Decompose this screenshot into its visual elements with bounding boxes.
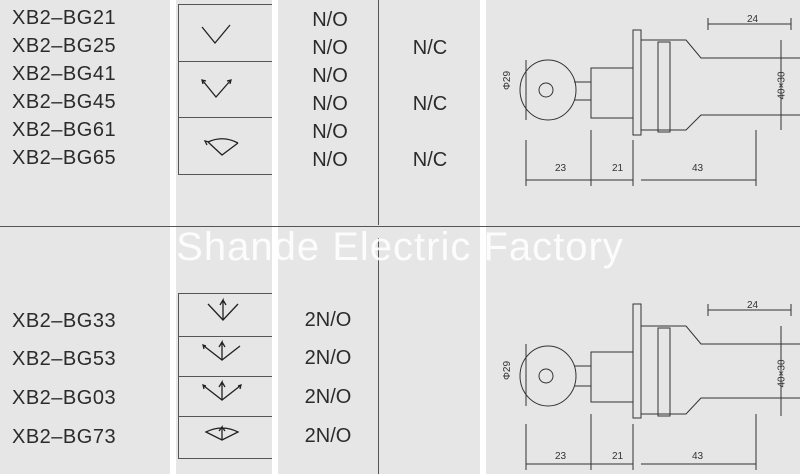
- contact-symbols-top: [201, 24, 239, 156]
- contact-type: N/C: [412, 93, 448, 115]
- contact-type: N/O: [312, 9, 348, 31]
- symbol-cell-line: [178, 293, 179, 458]
- contact-type: 2N/O: [304, 347, 352, 369]
- switch-symbol-icon: [202, 80, 231, 99]
- dimension-label: 43: [692, 451, 704, 462]
- contact-type: 2N/O: [304, 309, 352, 331]
- symbol-cell-line: [178, 117, 272, 118]
- model-number: XB2–BG21: [12, 7, 117, 29]
- model-number: XB2–BG03: [12, 387, 117, 409]
- contact-type: N/O: [312, 149, 348, 171]
- model-number: XB2–BG41: [12, 63, 117, 85]
- dimension-drawing-top: [519, 18, 800, 186]
- symbol-cell-line: [178, 336, 272, 337]
- dimension-label: Φ29: [502, 70, 514, 91]
- symbol-cell-line: [178, 4, 272, 5]
- section-divider: [0, 226, 800, 227]
- contact-type: 2N/O: [304, 425, 352, 447]
- column-divider-3: [480, 0, 486, 474]
- switch-symbol-icon: [207, 297, 239, 321]
- switch-symbol-icon: [207, 138, 239, 144]
- column-divider-5: [378, 238, 379, 474]
- symbol-cell-line: [178, 61, 272, 62]
- model-number: XB2–BG61: [12, 119, 117, 141]
- dimension-label: 40×30: [776, 359, 788, 388]
- watermark-text: Shande Electric Factory: [176, 225, 624, 269]
- dimension-label: 23: [555, 451, 567, 462]
- model-number: XB2–BG33: [12, 310, 117, 332]
- symbol-cell-line: [178, 174, 272, 175]
- symbol-cell-line: [178, 416, 272, 417]
- dimension-label: 24: [747, 300, 759, 311]
- column-divider-2: [272, 0, 278, 474]
- column-divider-4: [378, 0, 379, 225]
- dimension-label: 23: [555, 163, 567, 174]
- switch-symbol-icon: [202, 339, 241, 361]
- model-number: XB2–BG53: [12, 348, 117, 370]
- dimension-drawing-bottom: [519, 303, 800, 470]
- symbol-cell-line: [178, 293, 272, 294]
- dimension-label: 21: [612, 451, 624, 462]
- symbol-cell-line: [178, 376, 272, 377]
- model-number: XB2–BG73: [12, 426, 117, 448]
- switch-symbol-icon: [202, 379, 242, 401]
- contact-type: N/O: [312, 37, 348, 59]
- dimension-label: 24: [747, 14, 759, 25]
- symbol-cell-line: [178, 4, 179, 174]
- dimension-label: 43: [692, 163, 704, 174]
- model-number: XB2–BG45: [12, 91, 117, 113]
- dimension-label: 21: [612, 163, 624, 174]
- contact-symbols-bottom: [202, 297, 242, 441]
- contact-type: N/C: [412, 149, 448, 171]
- dimension-label: Φ29: [502, 360, 514, 381]
- symbol-cell-line: [178, 458, 272, 459]
- contact-type: N/C: [412, 37, 448, 59]
- contact-type: N/O: [312, 65, 348, 87]
- contact-type: 2N/O: [304, 386, 352, 408]
- contact-type: N/O: [312, 93, 348, 115]
- model-number: XB2–BG65: [12, 147, 117, 169]
- switch-symbol-icon: [201, 24, 231, 45]
- model-number: XB2–BG25: [12, 35, 117, 57]
- contact-type: N/O: [312, 121, 348, 143]
- dimension-label: 40×30: [776, 71, 788, 100]
- switch-symbol-icon: [204, 425, 240, 441]
- column-divider-1: [170, 0, 176, 474]
